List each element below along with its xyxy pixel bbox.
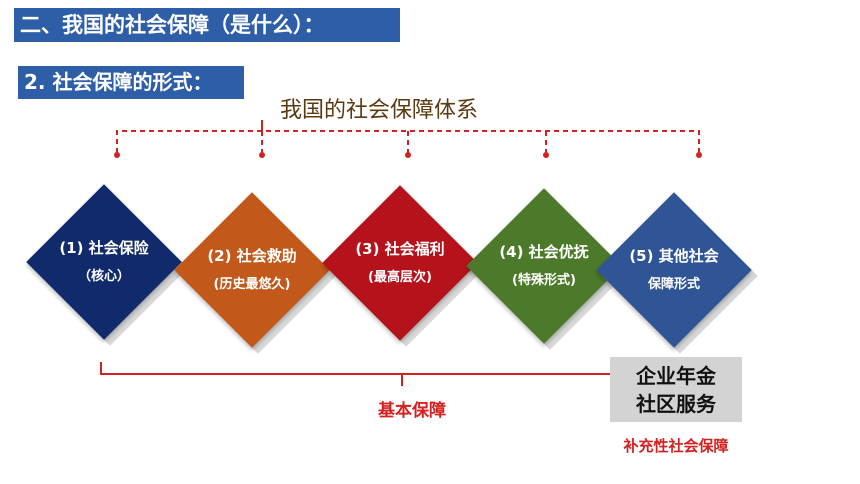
diamond-subtitle: (最高层次) (368, 270, 432, 285)
subsection-heading: 2. 社会保障的形式： (18, 66, 244, 99)
enterprise-annuity-text: 企业年金 (636, 363, 716, 388)
diamond-title: (5) 其他社会 (629, 247, 719, 265)
section-heading: 二、我国的社会保障（是什么）： (14, 8, 400, 42)
diamond-title: (2) 社会救助 (207, 247, 297, 265)
diamond-title: (3) 社会福利 (355, 240, 445, 258)
diamond-social-welfare: (3) 社会福利 (最高层次) (318, 181, 484, 347)
diamond-title: (1) 社会保险 (59, 239, 149, 257)
diamond-other-security: (5) 其他社会 保障形式 (592, 188, 758, 354)
community-service-text: 社区服务 (636, 391, 716, 416)
bracket-dot (696, 152, 702, 158)
bracket-dot (405, 152, 411, 158)
diamond-social-insurance: (1) 社会保险 （核心） (22, 180, 188, 346)
basic-security-label: 基本保障 (378, 401, 446, 421)
diamond-special-care: (4) 社会优抚 (特殊形式) (462, 184, 628, 350)
top-dashed-bracket (116, 130, 700, 153)
supplementary-security-label: 补充性社会保障 (623, 437, 729, 455)
diamond-subtitle: (历史最悠久) (213, 277, 291, 292)
diamond-subtitle: (特殊形式) (512, 273, 576, 288)
diamond-subtitle: 保障形式 (647, 277, 700, 292)
system-title: 我国的社会保障体系 (280, 98, 479, 123)
diamond-social-assistance: (2) 社会救助 (历史最悠久) (170, 188, 336, 354)
bracket-dot (259, 152, 265, 158)
bracket-dot (114, 152, 120, 158)
bracket-dot (543, 152, 549, 158)
diamond-subtitle: （核心） (77, 269, 130, 284)
other-forms-box: 企业年金 社区服务 (610, 357, 742, 422)
diamond-title: (4) 社会优抚 (499, 243, 589, 261)
